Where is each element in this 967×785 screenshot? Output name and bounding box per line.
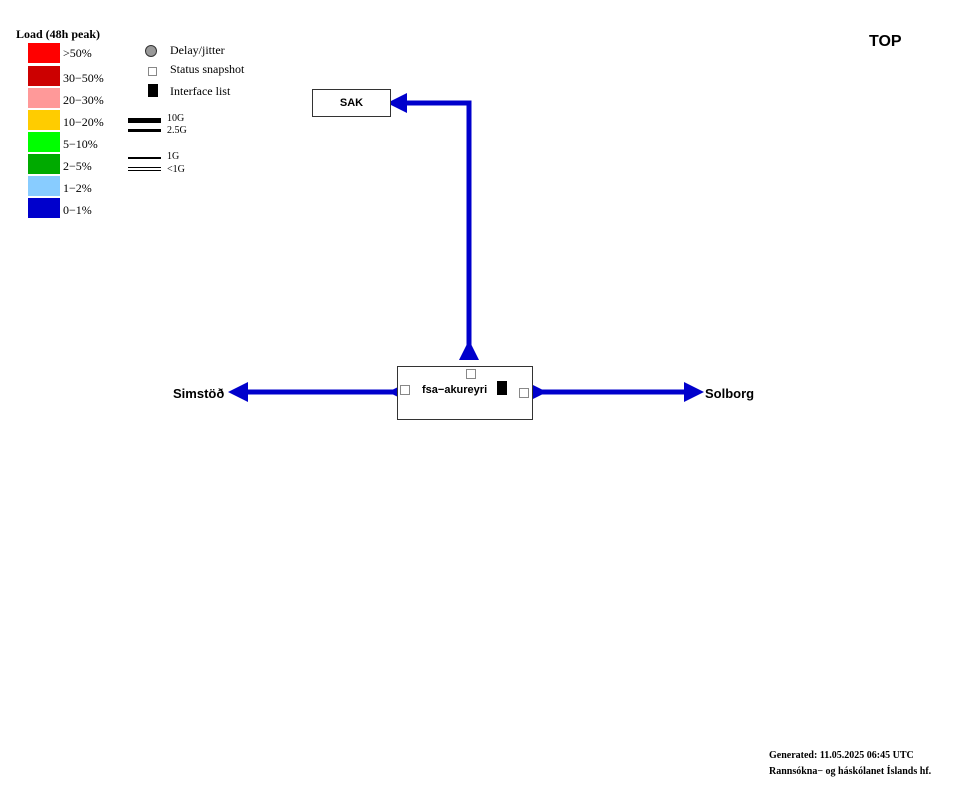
interface-list-label: Interface list bbox=[170, 84, 231, 98]
node-simstod-label[interactable]: Simstöð bbox=[173, 386, 225, 401]
legend-swatch-20-30 bbox=[28, 88, 60, 108]
legend-swatch-5-10 bbox=[28, 132, 60, 152]
node-fsa-akureyri[interactable]: fsa−akureyri bbox=[397, 366, 533, 420]
legend-range-30-50: 30−50% bbox=[63, 71, 104, 85]
legend-range-1-2: 1−2% bbox=[63, 181, 92, 195]
bw-10g-label: 10G bbox=[167, 113, 185, 124]
interface-list-block-icon bbox=[148, 84, 158, 97]
port-left-status-icon[interactable] bbox=[400, 385, 410, 395]
bw-2-5g-label: 2.5G bbox=[167, 125, 187, 136]
port-top-status-icon[interactable] bbox=[466, 369, 476, 379]
status-snapshot-label: Status snapshot bbox=[170, 62, 245, 76]
bw-lt1g-label: <1G bbox=[167, 164, 185, 175]
node-sak-label: SAK bbox=[339, 97, 364, 109]
bw-1g-label: 1G bbox=[167, 151, 180, 162]
legend-range-20-30: 20−30% bbox=[63, 93, 104, 107]
legend-range-gt50: >50% bbox=[63, 46, 92, 60]
legend-swatch-gt50 bbox=[28, 43, 60, 63]
legend-swatch-1-2 bbox=[28, 176, 60, 196]
legend-swatch-2-5 bbox=[28, 154, 60, 174]
legend-range-0-1: 0−1% bbox=[63, 203, 92, 217]
footer-organization: Rannsókna− og háskólanet Íslands hf. bbox=[769, 766, 932, 777]
legend-range-10-20: 10−20% bbox=[63, 115, 104, 129]
bw-10g-line bbox=[128, 118, 161, 123]
bw-lt1g-line bbox=[128, 167, 161, 171]
legend-swatch-0-1 bbox=[28, 198, 60, 218]
legend-range-2-5: 2−5% bbox=[63, 159, 92, 173]
port-right-status-icon[interactable] bbox=[519, 388, 529, 398]
legend-range-5-10: 5−10% bbox=[63, 137, 98, 151]
status-snapshot-square-icon bbox=[148, 67, 157, 76]
link-sak-center bbox=[387, 93, 479, 360]
map-title: TOP bbox=[869, 33, 902, 50]
footer-generated: Generated: 11.05.2025 06:45 UTC bbox=[769, 750, 914, 761]
delay-jitter-label: Delay/jitter bbox=[170, 43, 225, 57]
interface-list-icon[interactable] bbox=[497, 381, 507, 395]
legend-swatch-10-20 bbox=[28, 110, 60, 130]
node-fsa-akureyri-label: fsa−akureyri bbox=[422, 384, 488, 396]
node-solborg-label[interactable]: Solborg bbox=[705, 386, 755, 401]
legend-title: Load (48h peak) bbox=[16, 27, 101, 41]
bw-1g-line bbox=[128, 157, 161, 159]
delay-jitter-circle-icon bbox=[145, 45, 157, 57]
bw-2-5g-line bbox=[128, 129, 161, 132]
node-sak[interactable]: SAK bbox=[312, 89, 391, 117]
legend-swatch-30-50 bbox=[28, 66, 60, 86]
